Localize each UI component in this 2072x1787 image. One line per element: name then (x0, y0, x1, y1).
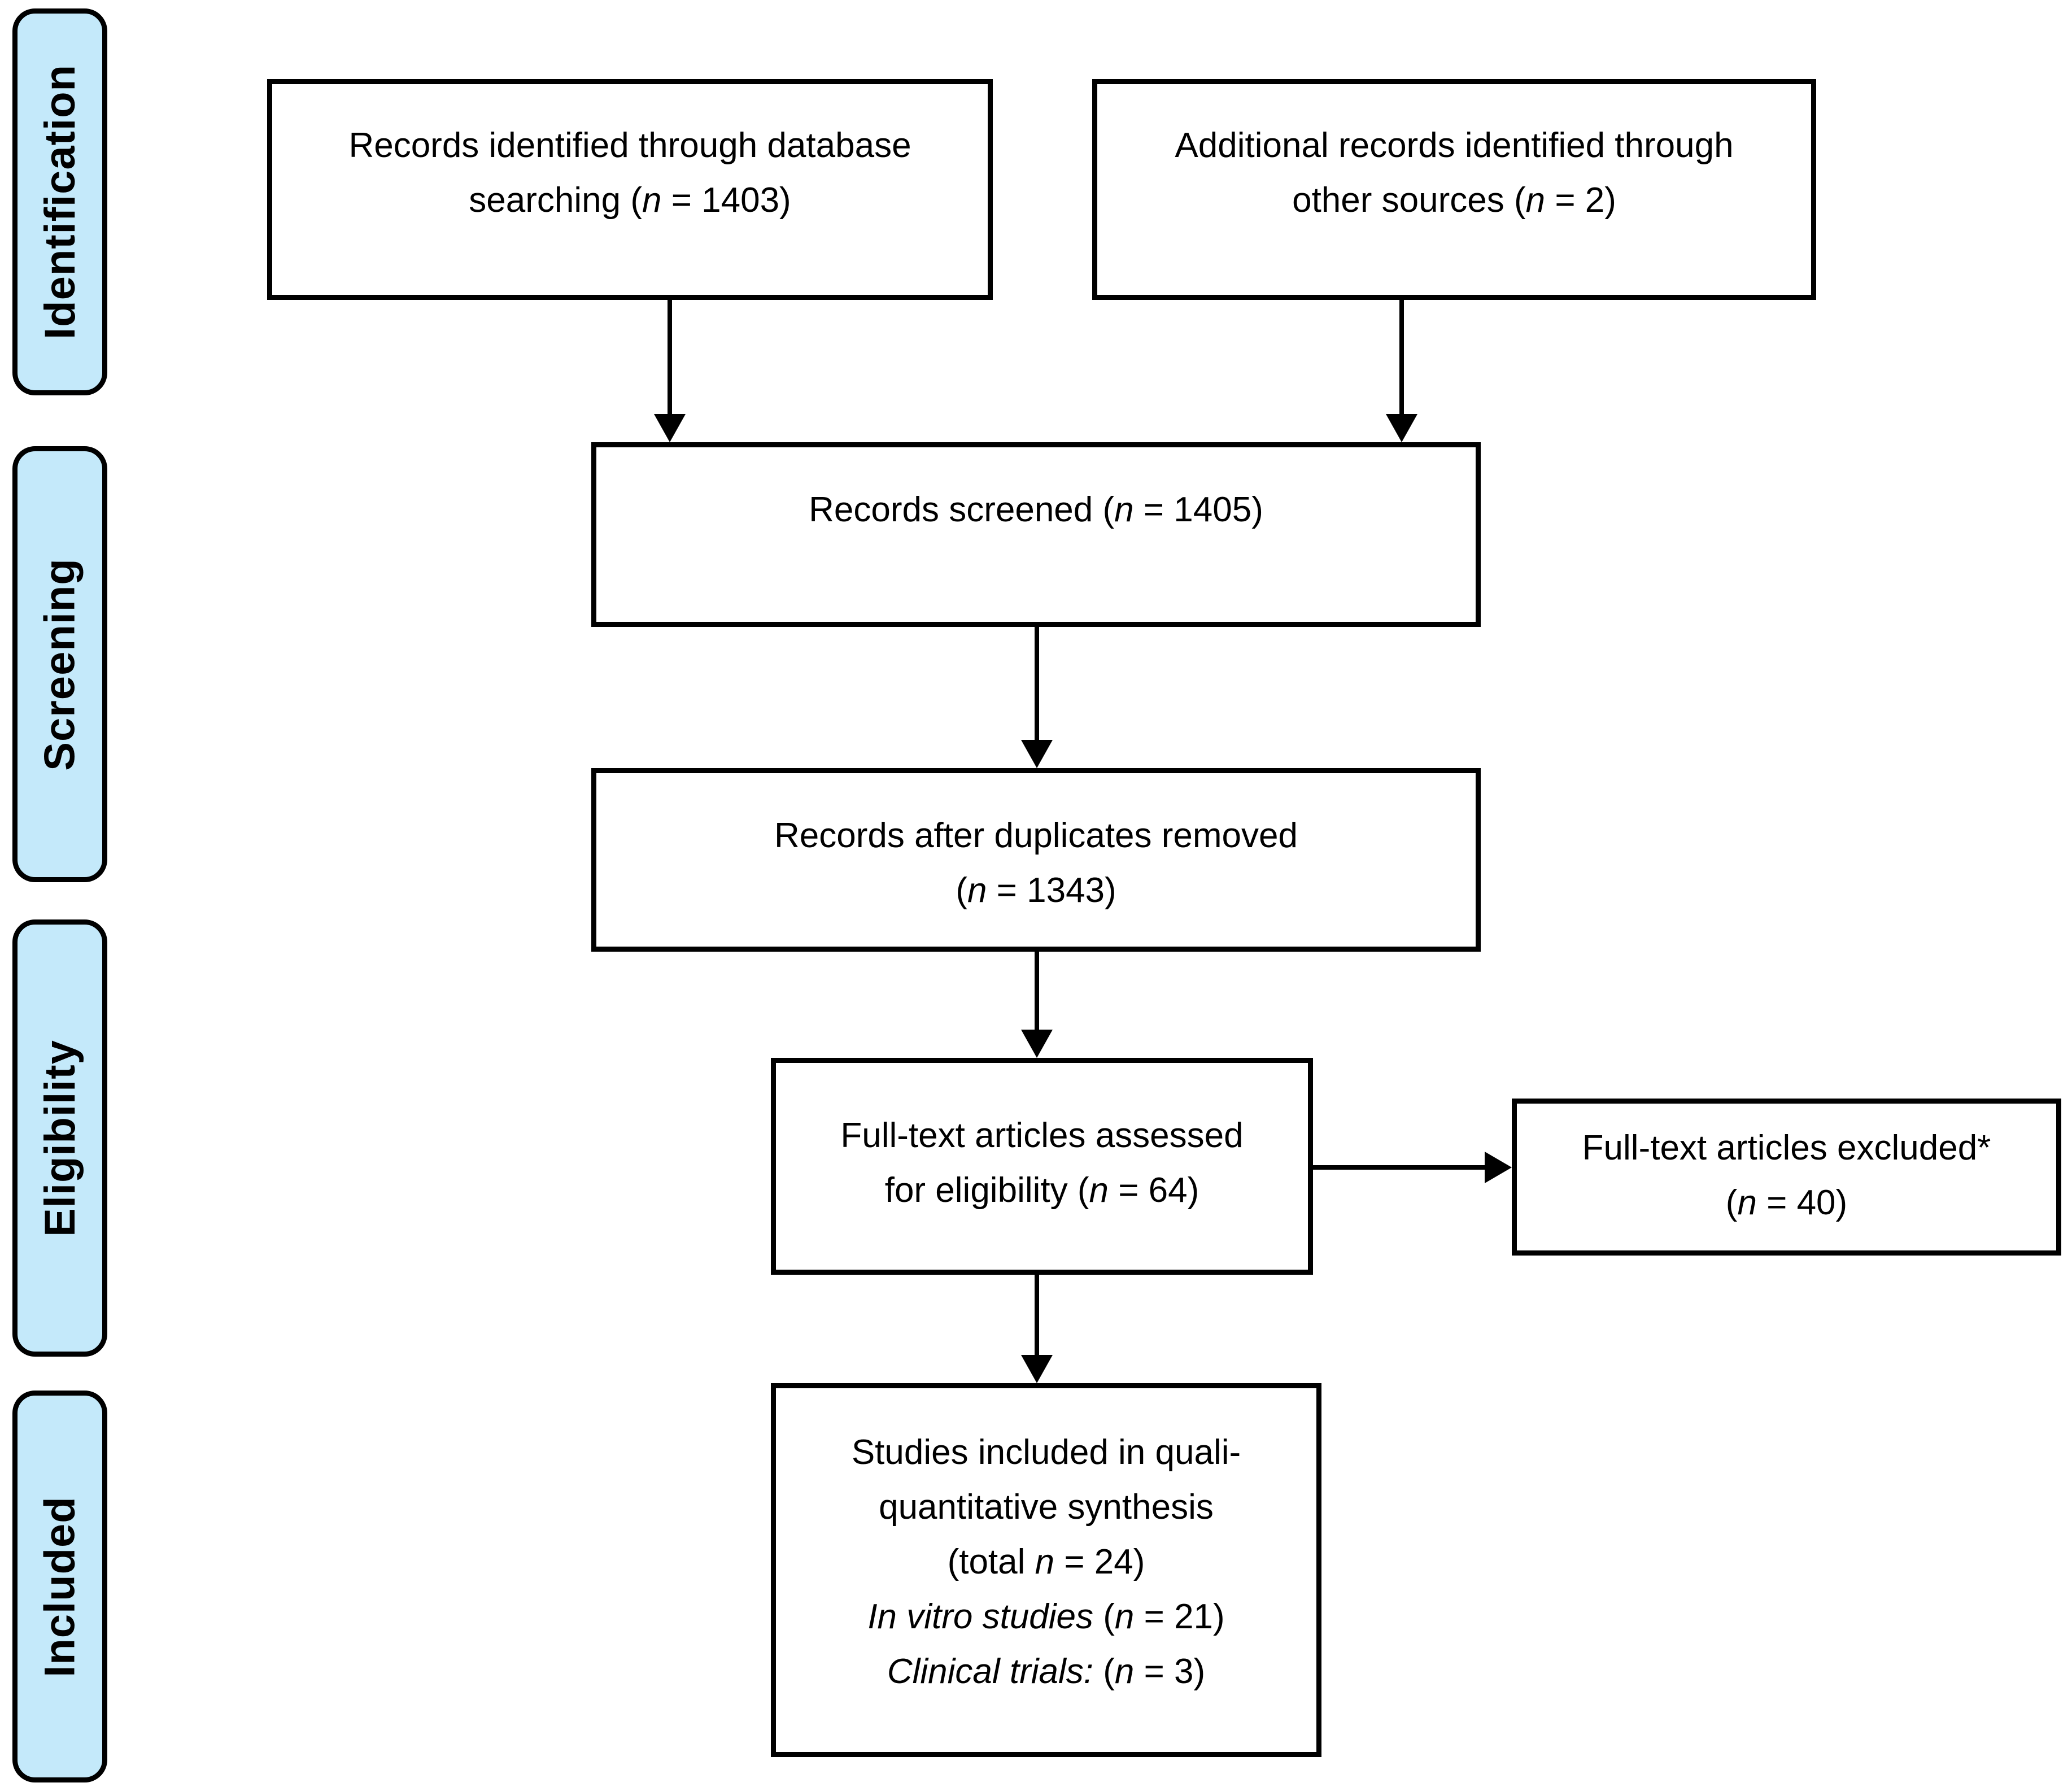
arrow-duplicates-to-assessed-line (1035, 952, 1039, 1032)
stage-label-text: Included (36, 1496, 84, 1677)
flow-box-text-line: Full-text articles assessed (840, 1116, 1244, 1155)
arrow-identified-to-screened-head-icon (654, 414, 686, 442)
arrow-identified-to-screened-line (668, 300, 672, 417)
arrow-additional-to-screened-line (1399, 300, 1404, 417)
stage-label-text: Screening (36, 557, 84, 771)
flow-box-duplicates-removed: Records after duplicates removed (n = 134… (591, 768, 1481, 952)
flow-box-text-line: quantitative synthesis (879, 1488, 1214, 1527)
arrow-screened-to-duplicates-line (1035, 627, 1039, 742)
flow-box-records-screened: Records screened (n = 1405) (591, 442, 1481, 627)
flow-box-additional-records: Additional records identified through oth… (1092, 79, 1816, 300)
arrow-additional-to-screened-head-icon (1386, 414, 1417, 442)
flow-box-text-line: (n = 40) (1725, 1183, 1848, 1222)
stage-label-text: Identification (36, 64, 84, 339)
flow-box-text-line: searching (n = 1403) (469, 181, 791, 220)
flow-box-text-line: Records after duplicates removed (774, 816, 1298, 855)
flow-box-text-line: Records screened (n = 1405) (809, 490, 1263, 529)
flow-box-fulltext-assessed: Full-text articles assessed for eligibili… (771, 1058, 1313, 1275)
flow-box-fulltext-excluded: Full-text articles excluded* (n = 40) (1512, 1099, 2061, 1256)
stage-label-text: Eligibility (36, 1039, 84, 1237)
flow-box-text-line: other sources (n = 2) (1292, 181, 1616, 220)
stage-label-identification: Identification (12, 8, 107, 395)
flow-box-text-line: Studies included in quali- (851, 1433, 1241, 1472)
flow-box-text-line: Records identified through database (348, 126, 911, 165)
arrow-assessed-to-excluded-line (1313, 1165, 1486, 1170)
arrow-screened-to-duplicates-head-icon (1021, 740, 1053, 768)
flow-box-text-line: (n = 1343) (956, 871, 1116, 910)
flow-box-records-identified: Records identified through database searc… (267, 79, 993, 300)
flow-box-text-line: Clinical trials: (n = 3) (887, 1652, 1206, 1691)
flow-box-text-line: In vitro studies (n = 21) (867, 1597, 1225, 1636)
arrow-assessed-to-excluded-head-icon (1485, 1152, 1512, 1183)
flow-box-text-line: (total n = 24) (947, 1542, 1145, 1581)
arrow-duplicates-to-assessed-head-icon (1021, 1030, 1053, 1058)
stage-label-included: Included (12, 1391, 107, 1782)
arrow-assessed-to-included-line (1035, 1275, 1039, 1357)
stage-label-eligibility: Eligibility (12, 919, 107, 1357)
stage-label-screening: Screening (12, 446, 107, 882)
flow-box-text-line: Full-text articles excluded* (1582, 1128, 1991, 1167)
flow-box-text-line: Additional records identified through (1175, 126, 1734, 165)
arrow-assessed-to-included-head-icon (1021, 1355, 1053, 1383)
flow-box-text-line: for eligibility (n = 64) (884, 1171, 1199, 1210)
flow-box-studies-included: Studies included in quali-quantitative s… (771, 1383, 1321, 1757)
